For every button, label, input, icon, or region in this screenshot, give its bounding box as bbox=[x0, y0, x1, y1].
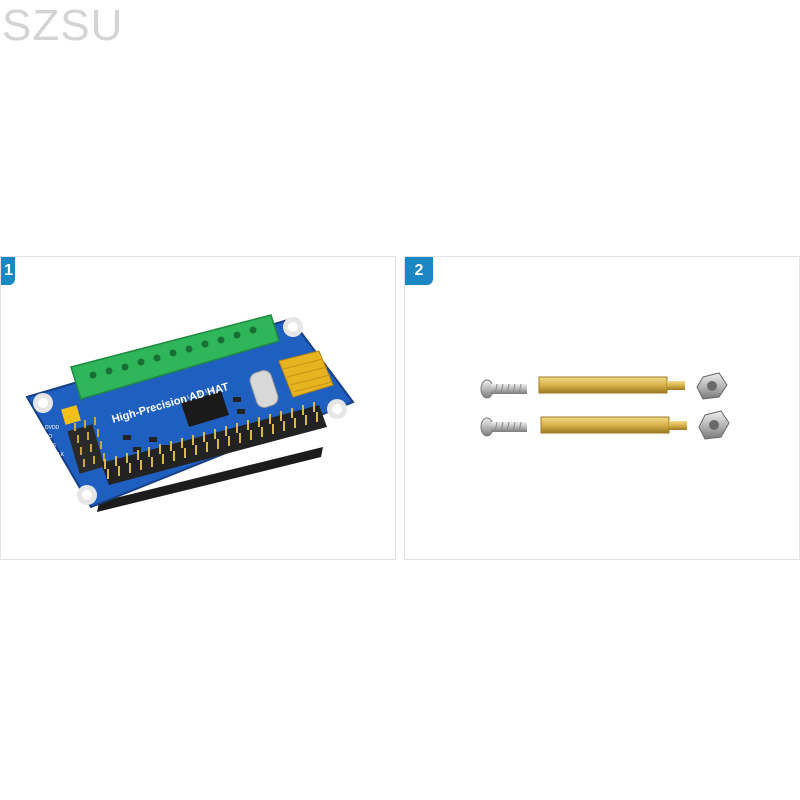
nut bbox=[696, 372, 728, 400]
panel-number-badge: 2 bbox=[405, 257, 433, 285]
screws-standoffs-nuts-icon bbox=[480, 372, 730, 440]
watermark-logo: SZSU bbox=[2, 1, 124, 50]
panel-number-badge: 1 bbox=[1, 257, 15, 285]
standoff bbox=[540, 416, 687, 434]
pin-label: SCLK bbox=[51, 452, 65, 458]
product-image-panel-2[interactable]: 2 bbox=[404, 256, 800, 560]
pin-label: IO bbox=[47, 434, 52, 440]
ad-hat-board-icon: High-Precision AD HAT DVDD IO CS SCLK DI… bbox=[25, 314, 355, 512]
screw bbox=[480, 379, 527, 399]
nut bbox=[698, 410, 730, 440]
product-image-panel-1[interactable]: 1 Hig bbox=[0, 256, 396, 560]
pin-label: CS bbox=[49, 443, 57, 449]
pin-label: DOUT bbox=[55, 470, 69, 476]
standoff bbox=[538, 376, 685, 394]
pin-label: DVDD bbox=[45, 425, 60, 431]
pin-label: DIN bbox=[53, 461, 62, 467]
screw bbox=[480, 417, 527, 437]
